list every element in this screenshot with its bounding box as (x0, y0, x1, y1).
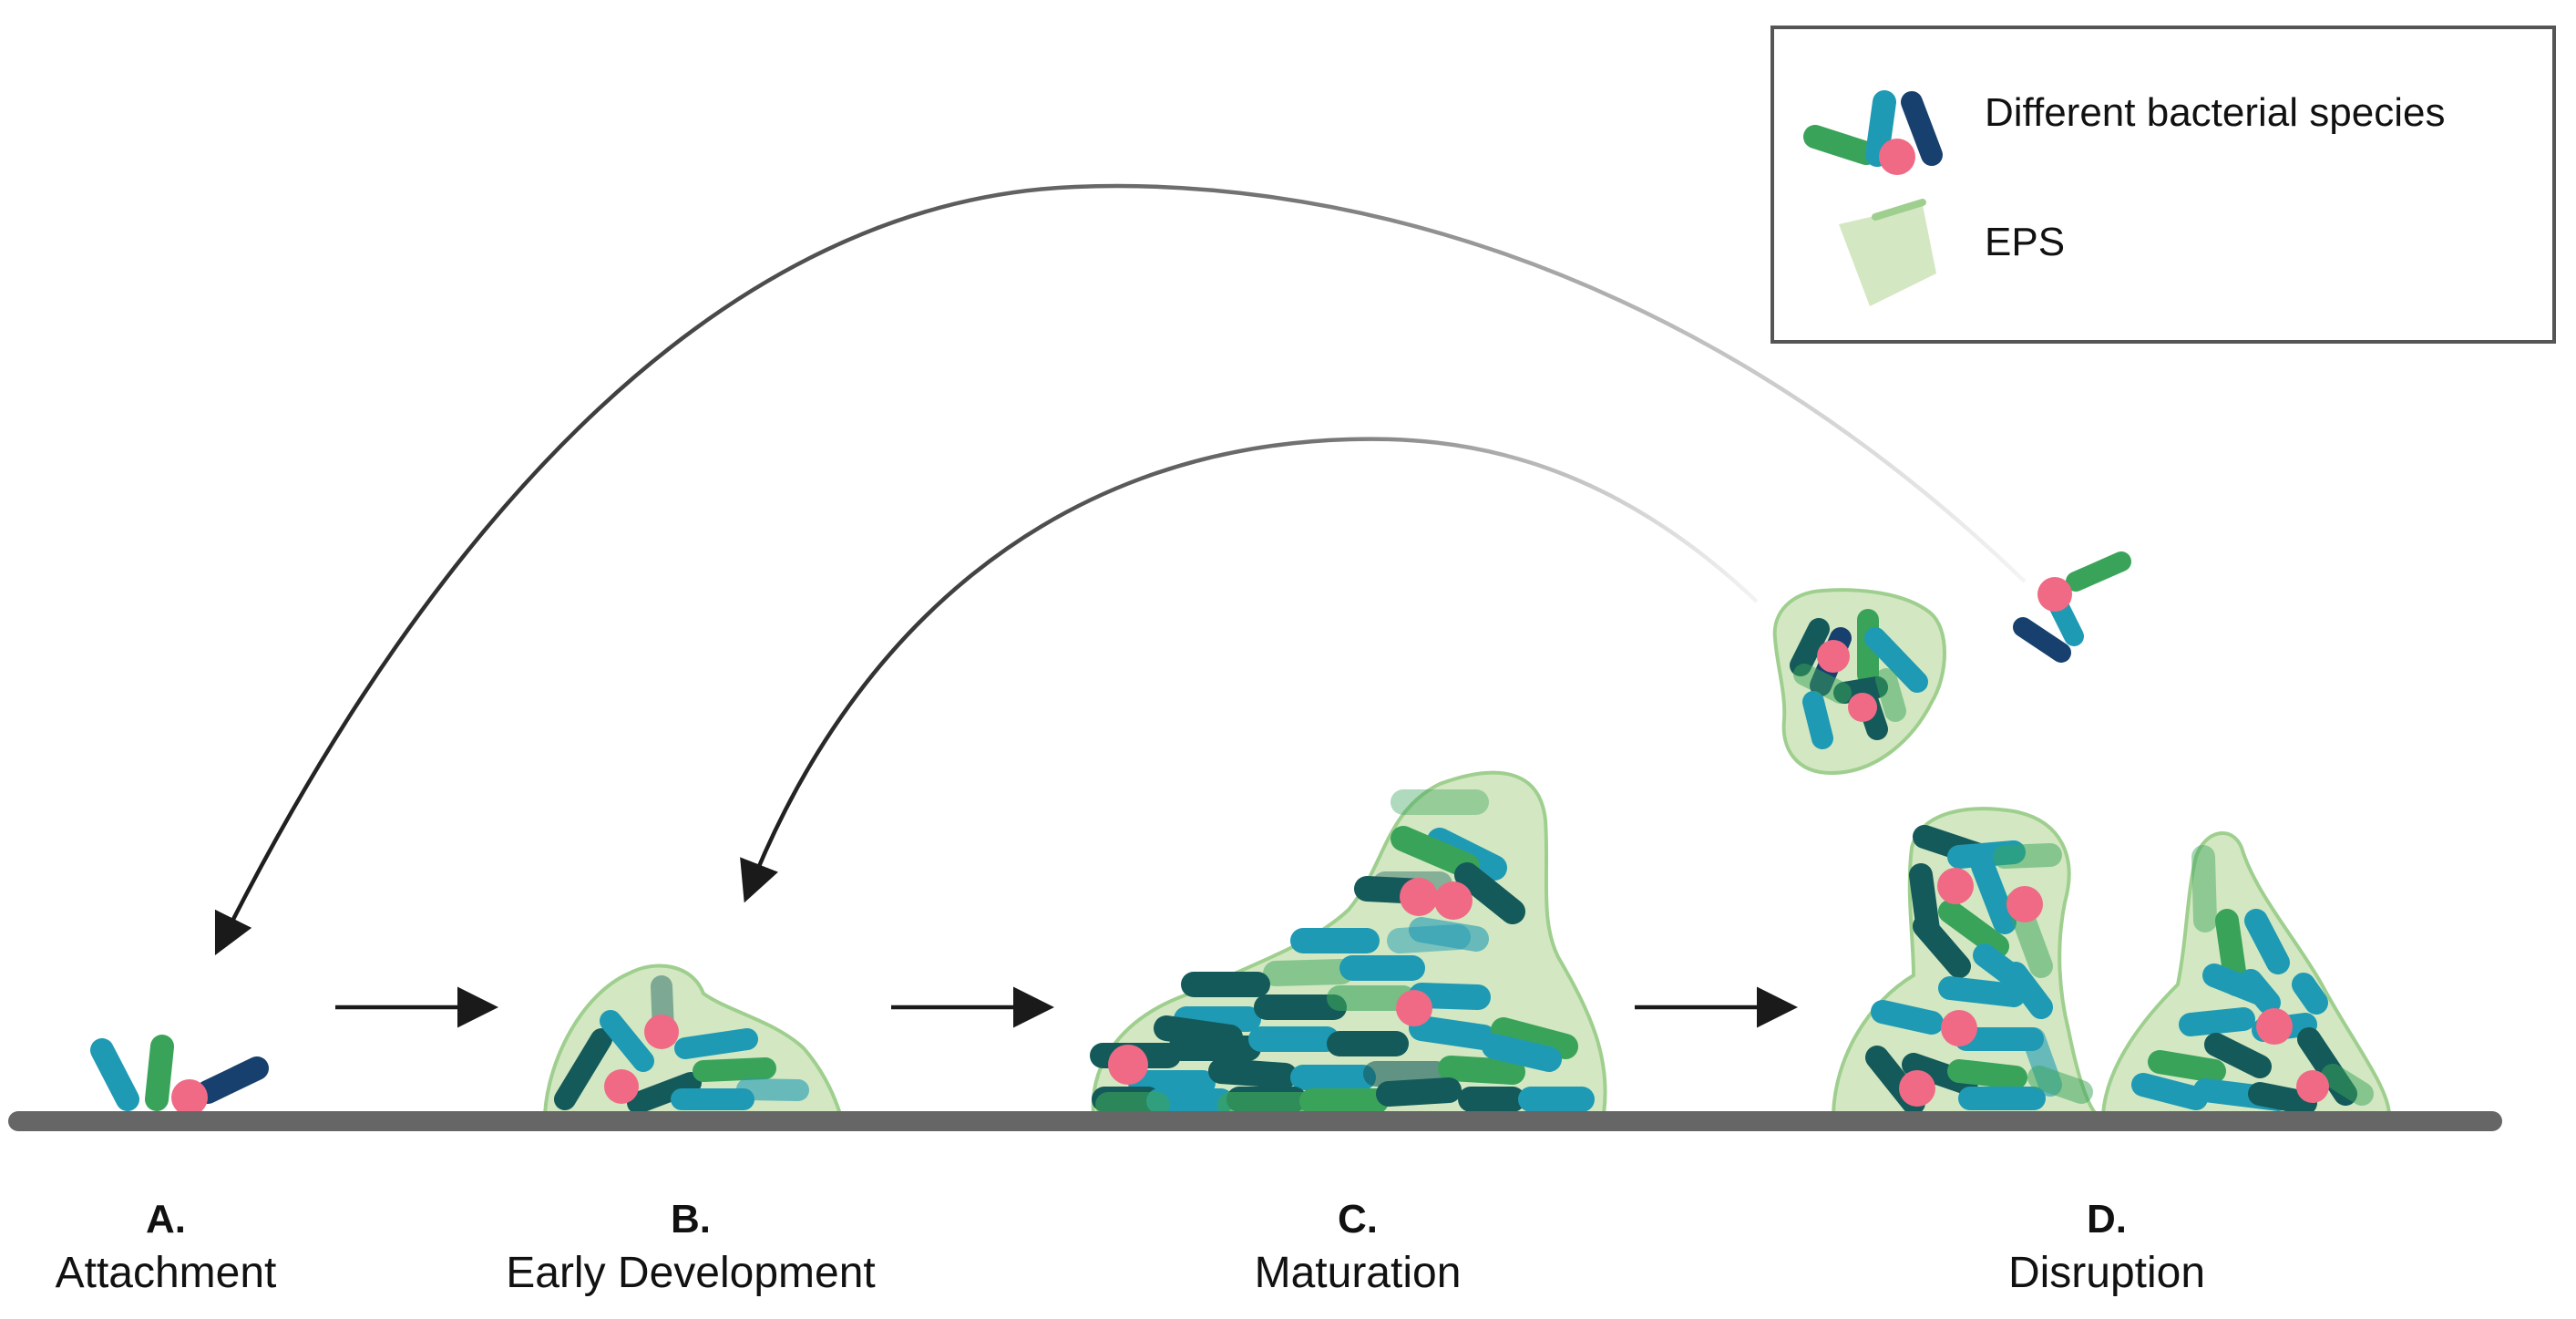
stage-name: Disruption (2008, 1249, 2205, 1297)
coccus-bacterium-icon (1937, 868, 1974, 904)
rod-bacterium-icon (90, 1038, 139, 1111)
coccus-bacterium-icon (171, 1079, 208, 1116)
rod-bacterium-icon (1875, 668, 1906, 722)
rod-bacterium-icon (1947, 1059, 2027, 1089)
rod-bacterium-icon (2027, 1066, 2093, 1104)
rod-bacterium-icon (2191, 845, 2217, 933)
rod-bacterium-icon (1409, 983, 1491, 1010)
rod-bacterium-icon (693, 1057, 776, 1082)
rod-bacterium-icon (627, 1072, 702, 1114)
stage-name: Early Development (506, 1249, 876, 1297)
rod-bacterium-icon (2013, 617, 2071, 663)
rod-bacterium-icon (2148, 1050, 2226, 1083)
rod-bacterium-icon (1971, 854, 2017, 934)
bacterial-cells (90, 551, 2374, 1118)
coccus-bacterium-icon (2256, 1008, 2293, 1045)
stage-label-d: D. Disruption (2008, 1197, 2205, 1297)
rod-bacterium-icon (2292, 973, 2328, 1015)
stage-letter: B. (671, 1197, 711, 1242)
rod-bacterium-icon (1391, 826, 1480, 879)
coccus-bacterium-icon (1400, 878, 1438, 916)
rod-bacterium-icon (2179, 1007, 2255, 1036)
rod-bacterium-icon (1913, 914, 1971, 978)
rod-bacterium-icon (1793, 664, 1852, 704)
rod-bacterium-icon (1482, 1034, 1562, 1072)
coccus-bacterium-icon (1434, 881, 1473, 920)
rod-bacterium-icon (1864, 627, 1928, 693)
rod-bacterium-icon (1409, 1015, 1496, 1050)
recolonization-arrow-inner (740, 437, 1759, 903)
coccus-bacterium-icon (1817, 640, 1850, 673)
rod-bacterium-icon (1938, 900, 2009, 958)
rod-bacterium-icon (554, 1028, 612, 1110)
rod-bacterium-icon (2244, 909, 2290, 974)
coccus-bacterium-icon (2037, 577, 2072, 612)
coccus-bacterium-icon (2296, 1070, 2329, 1103)
coccus-bacterium-icon (1848, 693, 1877, 722)
rod-bacterium-icon (1790, 618, 1830, 676)
rod-bacterium-icon (1376, 1077, 1462, 1107)
rod-bacterium-icon (2004, 962, 2053, 1019)
rod-bacterium-icon (1263, 959, 1354, 986)
rod-bacterium-icon (1454, 862, 1525, 924)
coccus-bacterium-icon (604, 1069, 639, 1104)
rod-bacterium-icon (1802, 691, 1833, 749)
rod-bacterium-icon (196, 1056, 269, 1104)
rod-bacterium-icon (1491, 1017, 1578, 1059)
rod-bacterium-icon (736, 1078, 809, 1101)
coccus-bacterium-icon (644, 1015, 679, 1049)
rod-bacterium-icon (1871, 1000, 1944, 1035)
eps-legend-icon (1839, 199, 1936, 306)
recolonization-arrow-outer (214, 183, 2027, 956)
eps-legend-label: EPS (1985, 220, 2065, 264)
coccus-bacterium-icon (1899, 1070, 1935, 1107)
rod-bacterium-icon (1938, 976, 2026, 1007)
coccus-bacterium-icon (2006, 886, 2043, 922)
stage-label-b: B. Early Development (506, 1197, 876, 1297)
rod-bacterium-icon (600, 1010, 654, 1072)
rod-bacterium-icon (1208, 1058, 1298, 1088)
coccus-bacterium-icon (1396, 990, 1432, 1026)
rod-bacterium-icon (1409, 917, 1489, 952)
stage-letter: D. (2087, 1197, 2127, 1242)
rod-bacterium-icon (2131, 1073, 2208, 1110)
rod-bacterium-icon (145, 1035, 174, 1111)
bacteria-legend-icon (1803, 90, 1943, 175)
stage-letter: A. (146, 1197, 186, 1242)
rod-bacterium-icon (2248, 1082, 2317, 1115)
rod-bacterium-icon (2204, 1033, 2272, 1078)
stage-name: Attachment (56, 1249, 277, 1297)
stage-letter: C. (1338, 1197, 1378, 1242)
stage-name: Maturation (1255, 1249, 1462, 1297)
coccus-bacterium-icon (1941, 1010, 1977, 1046)
rod-bacterium-icon (1993, 843, 2062, 869)
rod-bacterium-icon (2321, 1064, 2374, 1106)
legend: Different bacterial species EPS (1770, 26, 2556, 344)
rod-bacterium-icon (2066, 551, 2131, 592)
stage-label-c: C. Maturation (1255, 1197, 1462, 1297)
rod-bacterium-icon (2239, 969, 2281, 1015)
rod-bacterium-icon (674, 1028, 758, 1059)
bacteria-legend-label: Different bacterial species (1985, 90, 2445, 135)
rod-bacterium-icon (1438, 1056, 1525, 1085)
coccus-bacterium-icon (1108, 1045, 1148, 1085)
stage-label-a: A. Attachment (56, 1197, 277, 1297)
